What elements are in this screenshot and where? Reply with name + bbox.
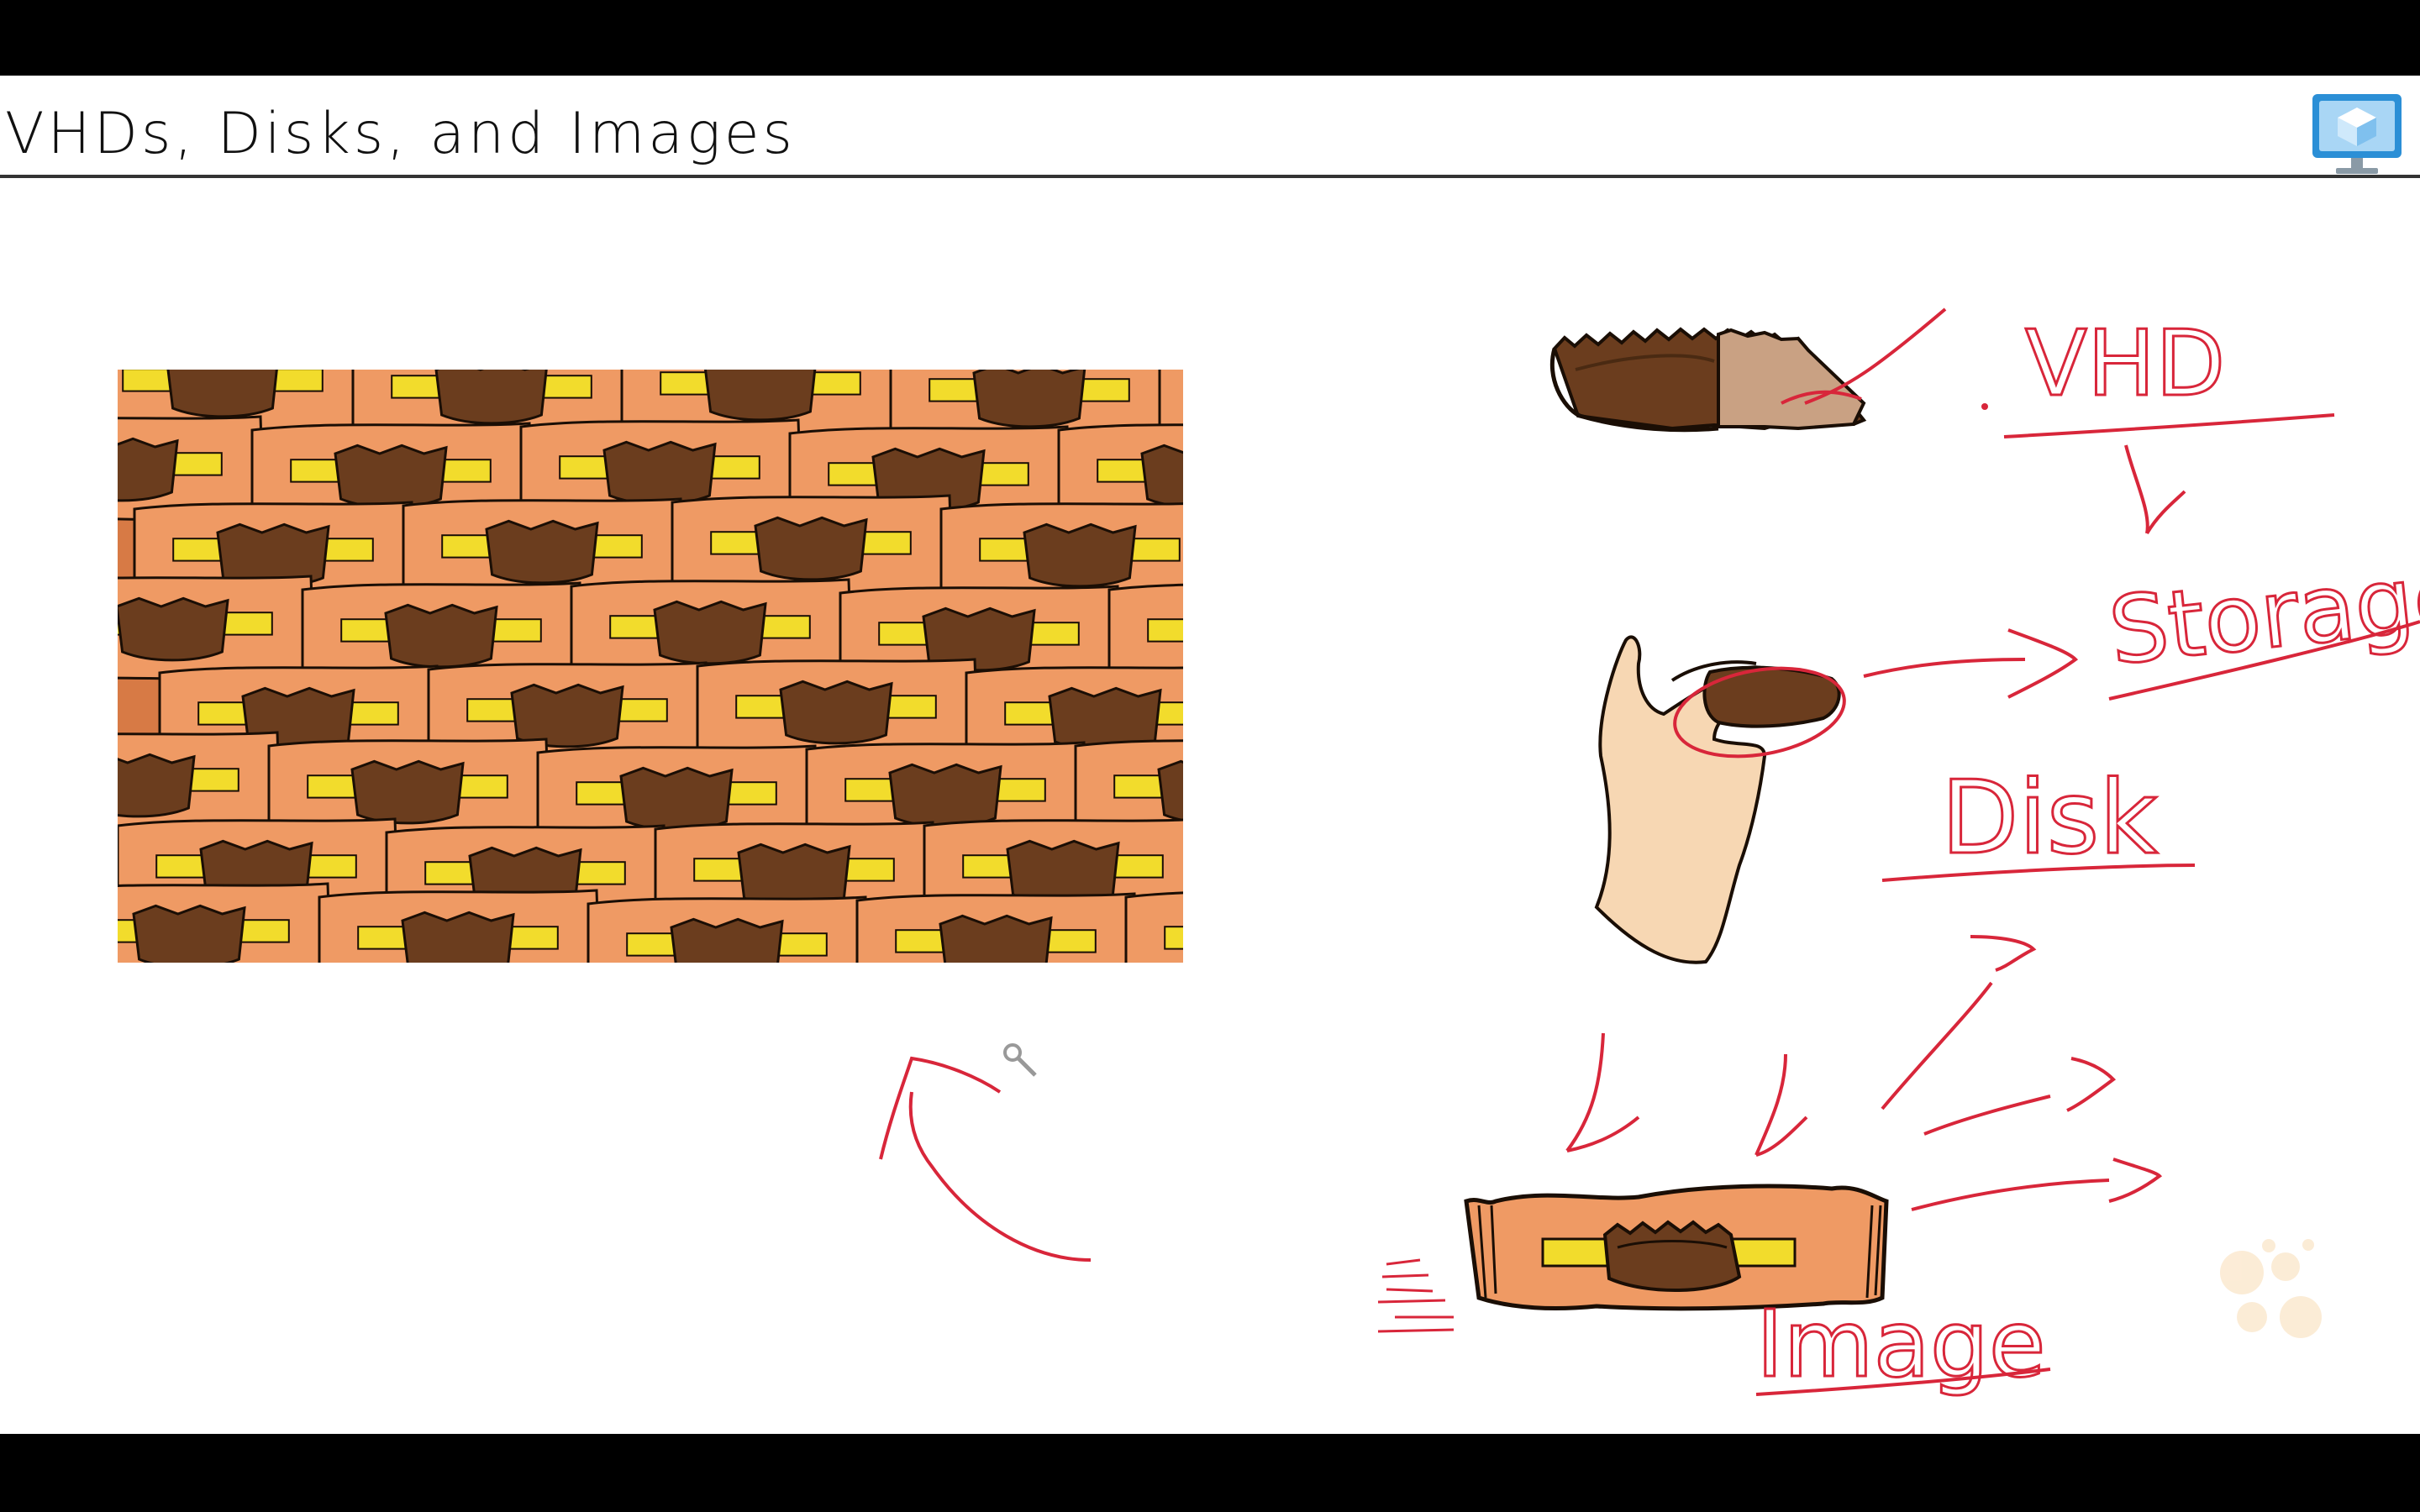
wrapped-cup <box>318 889 601 963</box>
wrapped-cup <box>671 494 955 601</box>
wrapped-cup <box>1107 583 1183 689</box>
image-annotation: Image <box>1756 1290 2046 1398</box>
hand-holding-disk-illustration <box>1594 635 1846 964</box>
disk-annotation: Disk <box>1941 760 2158 877</box>
wrapped-cup <box>402 497 686 605</box>
zoom-cursor-icon <box>1003 1043 1037 1077</box>
wrapped-cup <box>805 741 1089 848</box>
top-letterbox <box>0 0 2420 76</box>
wrapped-cup-image-illustration <box>1464 1184 1889 1311</box>
wrapped-cup <box>1124 891 1183 963</box>
wrapped-cup <box>118 370 366 438</box>
wrapped-cup <box>118 575 316 681</box>
wrapped-cup <box>118 882 332 963</box>
wrapped-cups-pile-image <box>118 370 1183 963</box>
watermark-logo <box>2220 1239 2322 1338</box>
chocolate-cup-vhd-illustration <box>1549 327 1867 433</box>
wrapped-cup <box>118 731 282 837</box>
slide-title: VHDs, Disks, and Images <box>5 101 796 167</box>
wrapped-cup <box>267 738 551 845</box>
title-underline <box>0 175 2420 178</box>
wrapped-cup <box>570 578 854 685</box>
wrapped-cup <box>939 502 1183 608</box>
azure-vm-logo-icon <box>2312 94 2402 174</box>
wrapped-cup <box>587 895 870 963</box>
bottom-letterbox <box>0 1434 2420 1512</box>
vhd-annotation: VHD <box>2025 312 2225 417</box>
slide-canvas: VHDs, Disks, and Images VHD Storage <box>0 76 2420 1434</box>
wrapped-cup <box>696 658 980 765</box>
annotation-layer: VHD Storage Disk <box>879 307 2420 1399</box>
wrapped-cup <box>855 892 1139 963</box>
wrapped-cup <box>118 415 266 522</box>
